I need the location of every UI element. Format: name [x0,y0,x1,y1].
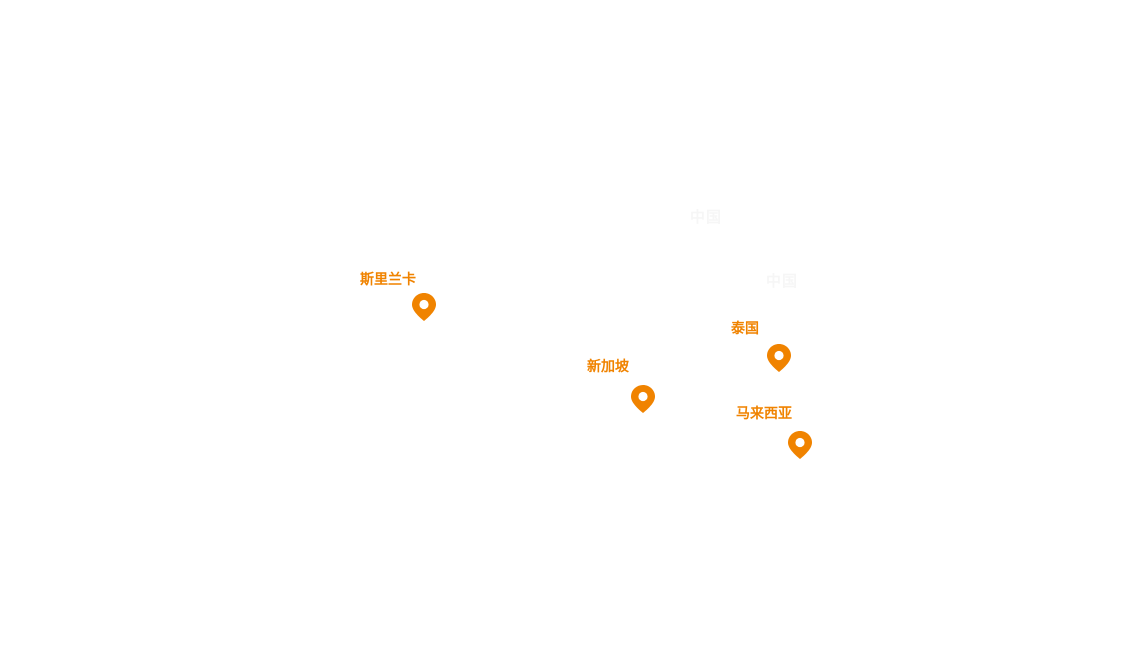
map-region-label-china: 中国 [690,208,723,226]
map-pin-icon[interactable] [788,431,812,459]
map-pin-icon[interactable] [631,385,655,413]
map-pin-icon[interactable] [412,293,436,321]
marker-label[interactable]: 马来西亚 [736,406,792,422]
map-region-label-china: 中国 [766,272,799,290]
marker-label[interactable]: 斯里兰卡 [360,272,416,288]
marker-label[interactable]: 新加坡 [587,359,629,375]
marker-label[interactable]: 泰国 [731,321,759,337]
map-pin-icon[interactable] [767,344,791,372]
